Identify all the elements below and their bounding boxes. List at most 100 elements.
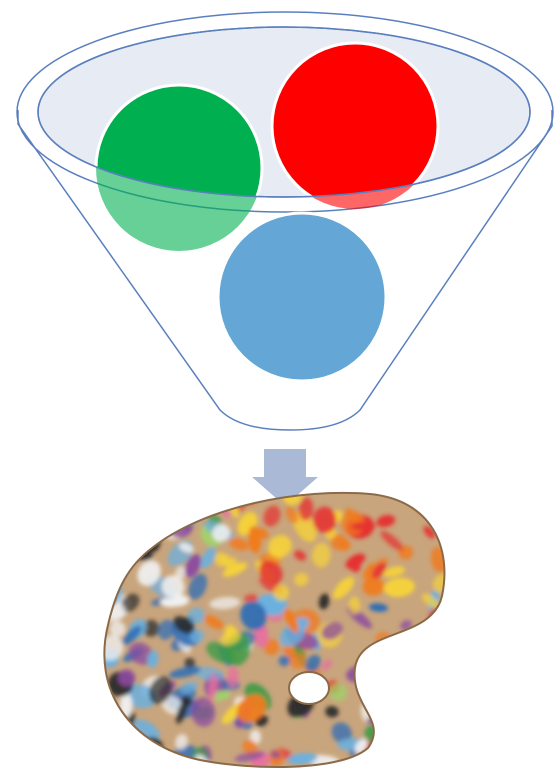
paint-dab bbox=[362, 577, 385, 596]
paint-dab bbox=[104, 752, 115, 765]
paint-dab bbox=[104, 531, 109, 551]
paint-dab bbox=[104, 497, 128, 520]
blue-ball bbox=[216, 211, 388, 383]
paint-dab bbox=[366, 680, 386, 700]
paint-dab bbox=[263, 505, 281, 527]
paint-dab bbox=[430, 706, 445, 721]
paint-dab bbox=[397, 724, 412, 745]
paint-dab bbox=[213, 492, 231, 511]
paint-dab bbox=[339, 539, 351, 551]
paint-dab bbox=[174, 566, 187, 580]
paint-dab bbox=[222, 562, 248, 577]
red-ball bbox=[270, 41, 440, 197]
paint-dab bbox=[413, 492, 427, 507]
paint-dab bbox=[208, 673, 218, 702]
down-arrow bbox=[252, 449, 318, 506]
paint-dab bbox=[285, 506, 299, 524]
paint-dab bbox=[160, 597, 180, 608]
paint-dab bbox=[187, 607, 206, 624]
paint-dab bbox=[321, 622, 343, 640]
paint-dab bbox=[142, 619, 160, 637]
paint-dab bbox=[146, 492, 171, 508]
funnel-top-outline bbox=[37, 26, 531, 198]
paint-dab bbox=[212, 523, 231, 542]
paint-dab bbox=[312, 542, 331, 568]
paint-dab bbox=[348, 596, 361, 615]
paint-dab bbox=[161, 575, 185, 599]
paint-dab bbox=[289, 653, 307, 670]
paint-dab bbox=[104, 529, 120, 553]
paint-dab bbox=[228, 537, 249, 551]
paint-dab bbox=[133, 719, 160, 741]
paint-dab bbox=[325, 705, 339, 718]
paint-dab bbox=[273, 584, 290, 601]
paint-dab bbox=[348, 558, 361, 573]
paint-dab bbox=[203, 614, 224, 630]
paint-dab bbox=[128, 733, 144, 763]
paint-dab bbox=[392, 678, 404, 695]
paint-dab bbox=[363, 664, 378, 686]
paint-dab bbox=[173, 616, 194, 634]
paint-dab bbox=[422, 492, 443, 501]
paint-dab bbox=[416, 713, 439, 743]
paint-dab bbox=[104, 607, 105, 625]
paint-dab bbox=[351, 521, 376, 531]
paint-dab bbox=[121, 625, 142, 646]
paint-dab bbox=[270, 750, 281, 760]
paint-dab bbox=[368, 603, 389, 612]
paint-dab bbox=[322, 659, 332, 671]
paint-dab bbox=[120, 593, 140, 613]
paint-dab bbox=[399, 644, 417, 666]
paint-dab bbox=[429, 635, 445, 656]
paint-dab bbox=[236, 694, 267, 723]
paint-dab bbox=[190, 697, 216, 727]
paint-dab bbox=[104, 735, 114, 763]
paint-dab bbox=[128, 642, 154, 665]
paint-dab bbox=[118, 515, 147, 540]
paint-dab bbox=[312, 506, 337, 534]
paint-dab bbox=[104, 725, 116, 751]
paint-dab bbox=[421, 593, 440, 609]
paint-dab bbox=[209, 596, 241, 610]
paint-dab bbox=[184, 554, 202, 578]
paint-dab bbox=[380, 530, 404, 551]
paint-dab bbox=[189, 629, 205, 644]
paint-dab bbox=[369, 689, 398, 711]
funnel-rim bbox=[16, 11, 554, 213]
paint-dab bbox=[376, 515, 396, 528]
paint-dab bbox=[385, 758, 399, 768]
paint-dab bbox=[268, 535, 292, 558]
paint-dab bbox=[382, 647, 399, 669]
paint-dab bbox=[257, 528, 269, 539]
paint-dab bbox=[298, 497, 314, 521]
paint-dab bbox=[259, 560, 283, 585]
paint-dab bbox=[432, 573, 445, 593]
paint-dab bbox=[423, 525, 436, 539]
paint-dab bbox=[394, 743, 427, 768]
paint-dab bbox=[382, 658, 397, 670]
paint-dab bbox=[371, 562, 387, 579]
paint-dab bbox=[188, 573, 208, 600]
paint-dab bbox=[318, 593, 330, 610]
paint-dab bbox=[175, 733, 188, 750]
paint-dab bbox=[146, 759, 166, 768]
paint-dab bbox=[117, 542, 133, 562]
paint-dab bbox=[135, 537, 148, 549]
paint-dab bbox=[426, 650, 445, 676]
paint-dab bbox=[411, 492, 427, 499]
paint-dab bbox=[365, 758, 386, 768]
paint-dab bbox=[104, 710, 120, 735]
paint-dab bbox=[200, 547, 216, 569]
paint-dab bbox=[104, 713, 120, 734]
paint-dab bbox=[147, 650, 159, 668]
paint-dab bbox=[161, 695, 183, 715]
paint-dab bbox=[175, 700, 188, 724]
paint-dab bbox=[394, 720, 414, 740]
paint-palette bbox=[103, 491, 446, 769]
paint-dab bbox=[376, 656, 394, 668]
paint-dab bbox=[219, 630, 241, 646]
paint-dab bbox=[120, 509, 134, 533]
palette-thumb-hole bbox=[288, 671, 330, 705]
